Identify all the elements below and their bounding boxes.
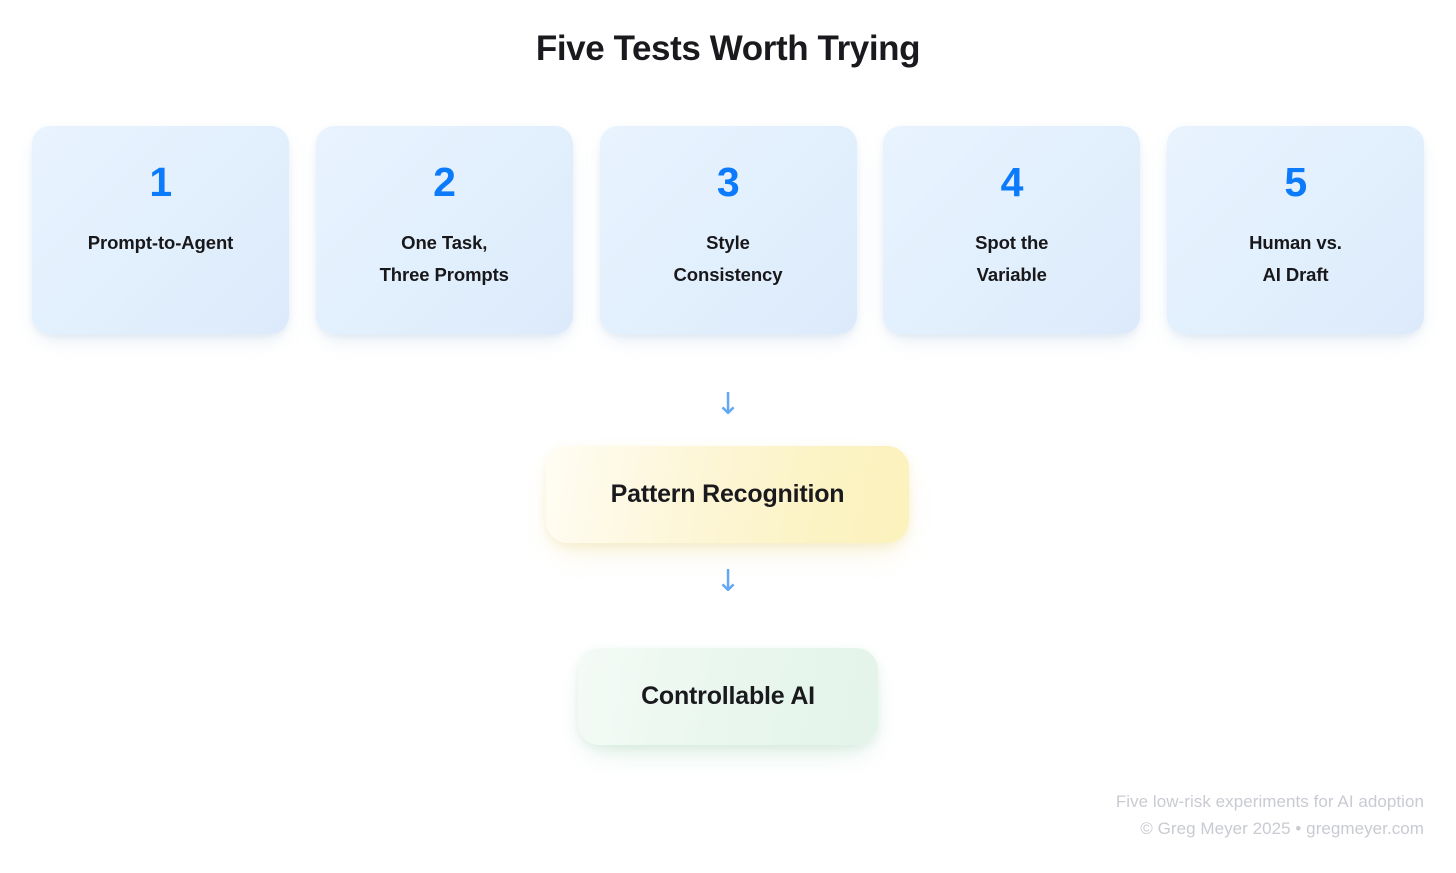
footer: Five low-risk experiments for AI adoptio… — [1116, 788, 1424, 843]
card-label: Style Consistency — [662, 227, 795, 292]
arrow-down-icon-1: ↓ — [715, 387, 741, 422]
card-label: Human vs. AI Draft — [1237, 227, 1354, 292]
outcome-controllable-label: Controllable AI — [641, 682, 815, 710]
card-number: 2 — [433, 159, 456, 205]
card-label-line1: One Task, — [401, 232, 488, 253]
footer-tagline: Five low-risk experiments for AI adoptio… — [1115, 791, 1424, 811]
page-title: Five Tests Worth Trying — [535, 29, 921, 68]
card-label: Spot the Variable — [963, 227, 1060, 292]
test-card-3[interactable]: 3 Style Consistency — [599, 126, 857, 334]
card-label-line1: Style — [706, 232, 750, 253]
test-card-4[interactable]: 4 Spot the Variable — [883, 126, 1141, 334]
card-number: 1 — [149, 159, 172, 205]
card-number: 3 — [716, 159, 740, 205]
test-card-2[interactable]: 2 One Task, Three Prompts — [315, 126, 573, 334]
card-label-line2: AI Draft — [1262, 264, 1329, 286]
outcome-pattern-label: Pattern Recognition — [610, 480, 845, 508]
card-label-line1: Human vs. — [1249, 232, 1342, 253]
footer-credit: © Greg Meyer 2025 • gregmeyer.com — [1140, 819, 1424, 839]
card-number: 5 — [1284, 159, 1307, 205]
card-label: Prompt-to-Agent — [76, 227, 245, 259]
card-label-line1: Spot the — [975, 232, 1049, 253]
card-label-line1: Prompt-to-Agent — [87, 232, 234, 253]
card-label-line2: Three Prompts — [379, 264, 509, 286]
card-label-line2: Variable — [976, 264, 1047, 286]
test-card-1[interactable]: 1 Prompt-to-Agent — [32, 126, 289, 334]
test-card-5[interactable]: 5 Human vs. AI Draft — [1167, 126, 1424, 334]
card-label-line2: Consistency — [673, 264, 783, 286]
card-label: One Task, Three Prompts — [368, 227, 521, 292]
arrow-down-icon-2: ↓ — [715, 564, 741, 599]
outcome-controllable-ai[interactable]: Controllable AI — [578, 648, 878, 745]
outcome-pattern-recognition[interactable]: Pattern Recognition — [546, 446, 909, 543]
test-card-row: 1 Prompt-to-Agent 2 One Task, Three Prom… — [32, 126, 1424, 334]
card-number: 4 — [1000, 159, 1024, 205]
